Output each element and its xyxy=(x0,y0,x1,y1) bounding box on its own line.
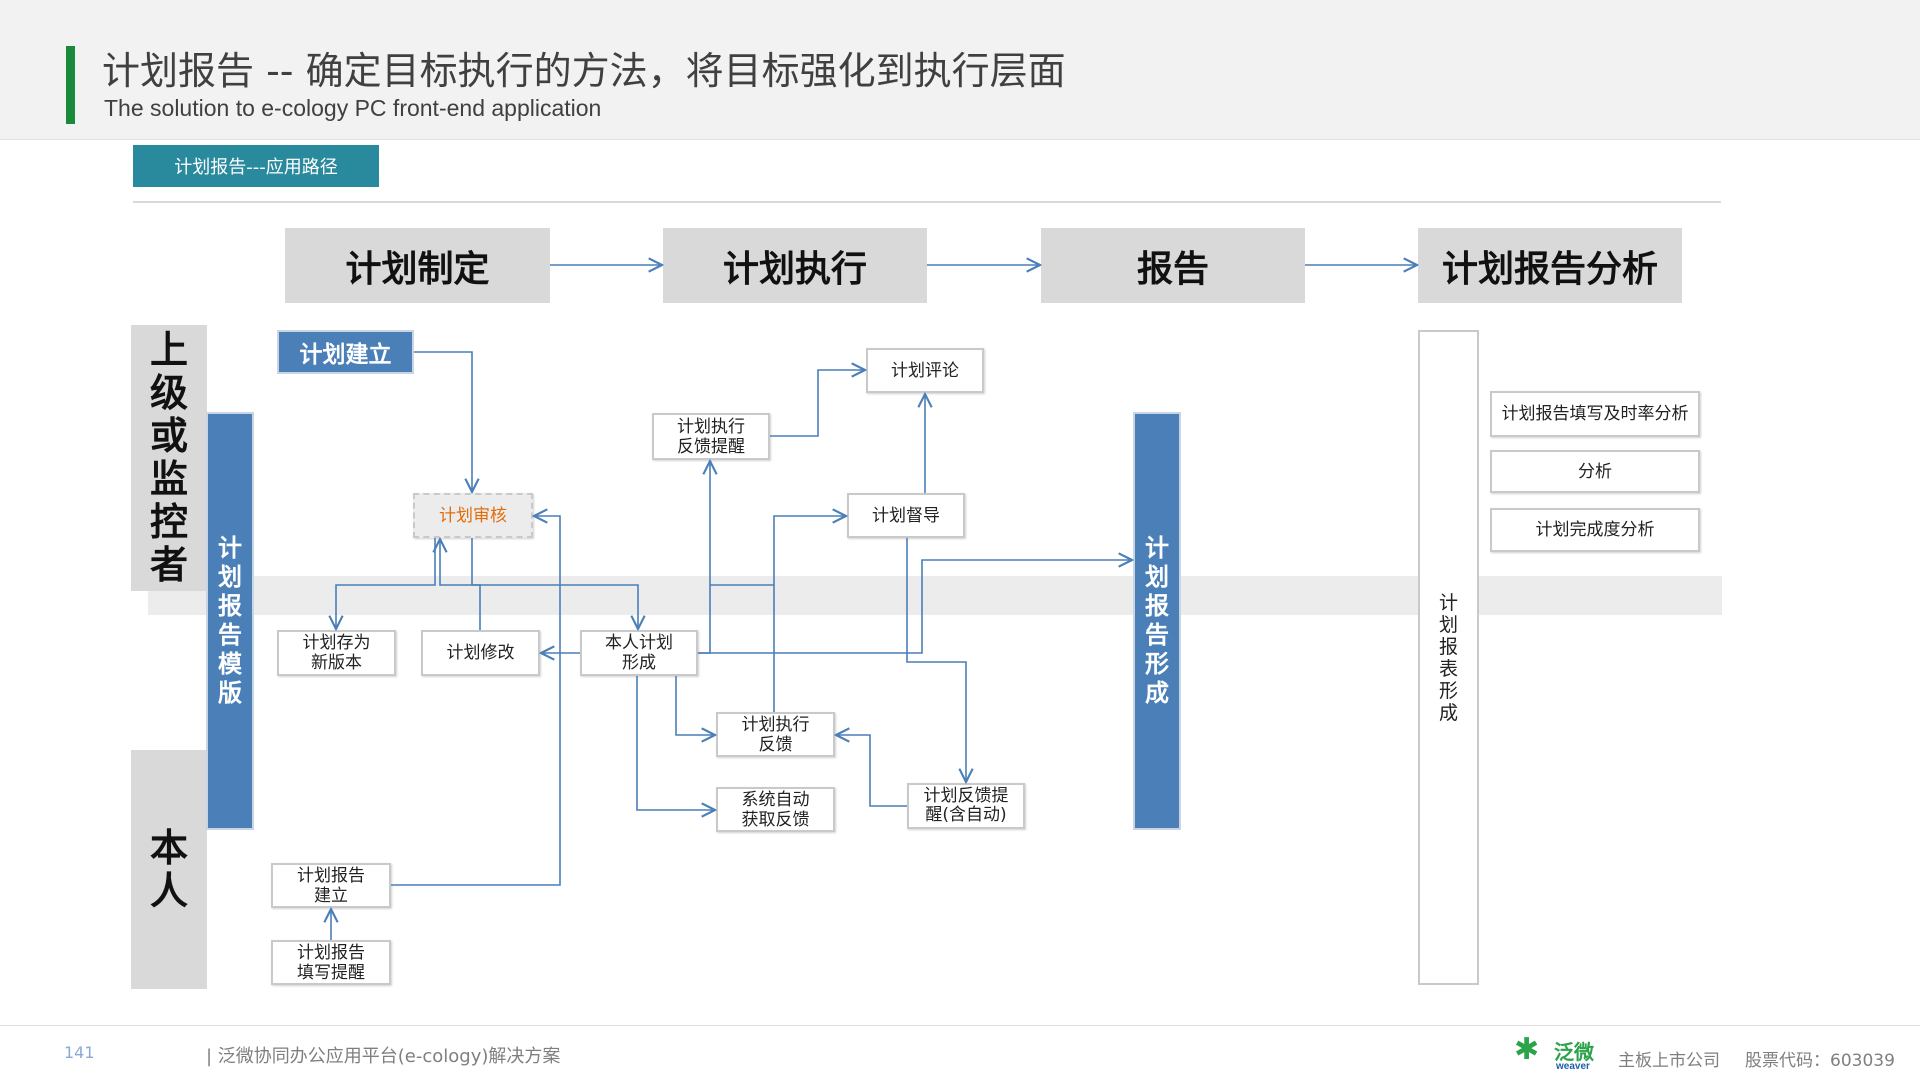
arrow-to-report-form xyxy=(698,560,1132,654)
arrow-modify-review xyxy=(440,539,481,630)
node-plan-comment: 计划评论 xyxy=(866,348,984,393)
arrow-remind-feedback xyxy=(836,735,907,807)
role-upper-char: 级 xyxy=(149,371,188,415)
node-auto-feedback: 系统自动获取反馈 xyxy=(716,787,835,832)
role-upper-char: 监 xyxy=(149,457,188,501)
table-form-char: 成 xyxy=(1438,701,1458,724)
report-form-bar-char: 成 xyxy=(1145,679,1169,707)
arrow-feedback-supervise xyxy=(773,516,846,712)
phase-report: 报告 xyxy=(1041,228,1305,303)
template-bar: 计划报告模版 xyxy=(206,412,254,830)
page-subtitle: The solution to e-cology PC front-end ap… xyxy=(104,95,602,121)
node-report-fill-remind: 计划报告填写提醒 xyxy=(271,940,391,985)
arrow-own-auto xyxy=(636,676,715,810)
title-accent-bar xyxy=(66,46,75,124)
analysis-item-timeliness: 计划报告填写及时率分析 xyxy=(1490,391,1700,437)
section-tag: 计划报告---应用路径 xyxy=(133,145,379,187)
table-form-char: 计 xyxy=(1438,591,1458,614)
arrow-report-review xyxy=(391,516,561,886)
role-self-char: 人 xyxy=(149,868,188,913)
role-self: 本人 xyxy=(131,750,207,989)
table-form-panel: 计划报表形成 xyxy=(1418,330,1479,985)
analysis-item-completion: 计划完成度分析 xyxy=(1490,508,1700,552)
arrow-supervise-remind xyxy=(906,538,966,782)
node-report-create: 计划报告建立 xyxy=(271,863,391,908)
report-form-bar: 计划报告形成 xyxy=(1133,412,1181,830)
arrow-review-save xyxy=(336,538,436,629)
arrow-remind-comment xyxy=(770,370,865,437)
header-background xyxy=(0,0,1920,140)
logo-english: weaver xyxy=(1556,1061,1590,1072)
node-exec-feedback: 计划执行反馈 xyxy=(716,712,835,757)
table-form-char: 报 xyxy=(1438,635,1458,658)
table-form-char: 表 xyxy=(1438,657,1458,680)
analysis-item-general: 分析 xyxy=(1490,450,1700,493)
phase-plan-execute: 计划执行 xyxy=(663,228,927,303)
weaver-leaf-icon: ✱ xyxy=(1514,1032,1540,1067)
report-form-bar-char: 划 xyxy=(1145,563,1169,591)
arrow-own-feedback xyxy=(675,676,715,735)
report-form-bar-char: 告 xyxy=(1145,621,1169,649)
role-self-char: 本 xyxy=(149,825,188,870)
node-plan-review: 计划审核 xyxy=(413,493,533,538)
page-number: 141 xyxy=(64,1043,95,1062)
role-upper-char: 上 xyxy=(149,328,188,372)
node-exec-feedback-remind: 计划执行反馈提醒 xyxy=(652,413,770,460)
node-own-plan: 本人计划形成 xyxy=(580,630,698,676)
arrow-own-remind xyxy=(698,461,774,654)
table-form-char: 形 xyxy=(1438,679,1458,702)
report-form-bar-char: 形 xyxy=(1145,650,1169,678)
stock-code: 股票代码：603039 xyxy=(1745,1051,1895,1071)
company-label: 主板上市公司 xyxy=(1618,1051,1720,1071)
role-upper-char: 者 xyxy=(149,543,188,587)
template-bar-char: 模 xyxy=(218,650,242,678)
template-bar-char: 划 xyxy=(218,563,242,591)
role-upper-char: 控 xyxy=(149,500,188,544)
page-title: 计划报告 -- 确定目标执行的方法，将目标强化到执行层面 xyxy=(102,49,1066,93)
node-plan-modify: 计划修改 xyxy=(421,630,540,676)
footer-solution-text: | 泛微协同办公应用平台(e-cology)解决方案 xyxy=(206,1046,561,1067)
node-save-version: 计划存为新版本 xyxy=(277,630,396,676)
role-upper: 上级或监控者 xyxy=(131,325,207,591)
logo-chinese: 泛微 xyxy=(1554,1040,1594,1064)
arrow-review-own xyxy=(471,538,638,629)
template-bar-char: 计 xyxy=(218,534,242,562)
table-form-char: 划 xyxy=(1438,613,1458,636)
footer-divider xyxy=(0,1025,1920,1026)
table-form-label: 计划报表形成 xyxy=(1439,592,1458,724)
template-bar-char: 报 xyxy=(218,592,242,620)
template-bar-char: 版 xyxy=(218,679,242,707)
phase-plan-make: 计划制定 xyxy=(285,228,550,303)
report-form-bar-char: 计 xyxy=(1145,534,1169,562)
arrow-create-review xyxy=(414,351,472,492)
phase-analysis: 计划报告分析 xyxy=(1418,228,1682,303)
template-bar-char: 告 xyxy=(218,621,242,649)
node-plan-create: 计划建立 xyxy=(277,330,414,374)
role-upper-char: 或 xyxy=(149,414,188,458)
node-feedback-remind-auto: 计划反馈提醒(含自动) xyxy=(907,783,1025,829)
section-divider xyxy=(133,201,1721,203)
report-form-bar-char: 报 xyxy=(1145,592,1169,620)
node-plan-supervise: 计划督导 xyxy=(847,493,965,538)
